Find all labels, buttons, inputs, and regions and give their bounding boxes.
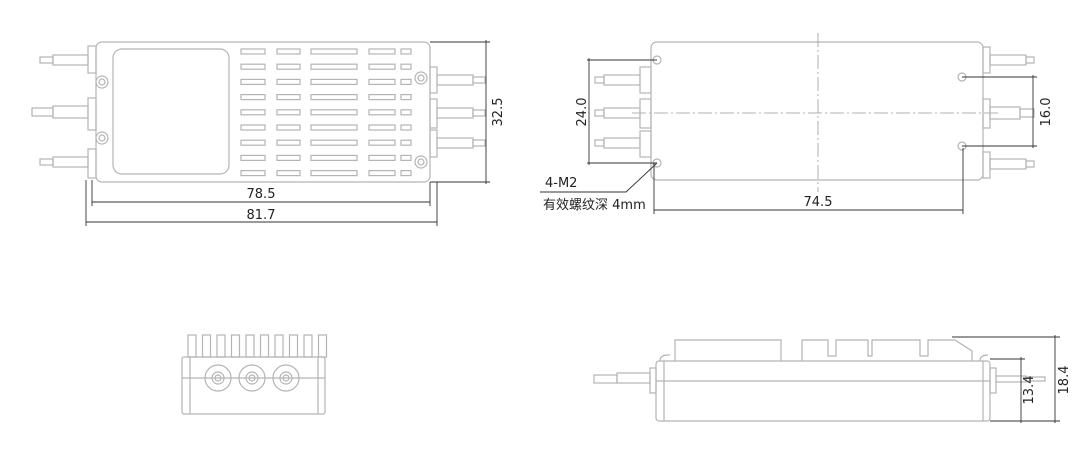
- end-fin: [216, 334, 226, 358]
- fin-slot: [240, 170, 266, 177]
- end-view: [181, 334, 328, 415]
- fin-slot: [400, 139, 412, 146]
- fin-slot: [368, 63, 396, 70]
- fin-slot: [400, 78, 412, 86]
- depth-note: 有效螺纹深 4mm: [543, 198, 646, 213]
- bottom-body-outline: [650, 41, 984, 181]
- fin-slot: [310, 78, 358, 86]
- fin-slot: [310, 109, 358, 116]
- fin-slot: [400, 93, 412, 101]
- top-body-outline: [95, 41, 431, 183]
- fin-slot: [240, 78, 266, 86]
- end-fin: [288, 334, 299, 358]
- end-fin: [259, 334, 270, 358]
- side-body-outline: [655, 360, 991, 422]
- fin-slot: [310, 63, 358, 70]
- dim-78-5: 78.5: [247, 187, 276, 202]
- fin-slot: [240, 154, 266, 161]
- fin-slot: [368, 93, 396, 101]
- fin-slot: [276, 48, 301, 55]
- end-connectors: [204, 364, 300, 392]
- fin-slot: [368, 124, 396, 131]
- fin-slot: [276, 124, 301, 131]
- thread-note: 4-M2: [545, 176, 577, 191]
- fin-slot: [310, 154, 358, 161]
- dimension-lines: [85, 40, 490, 226]
- fin-slot: [368, 48, 396, 55]
- dimension-lines: [540, 58, 1037, 214]
- fin-slot: [276, 109, 301, 116]
- fin-slot: [240, 63, 266, 70]
- dimension-lines: [952, 335, 1060, 423]
- dim-16-0: 16.0: [1039, 98, 1054, 127]
- end-fin: [245, 334, 255, 358]
- end-fin: [274, 334, 284, 358]
- left-connectors: [594, 66, 652, 158]
- top-view: 78.5 81.7 32.5: [31, 40, 506, 226]
- right-connectors: [982, 46, 1035, 179]
- mounting-screws: [95, 71, 428, 169]
- fin-slot: [400, 170, 412, 177]
- left-connectors: [31, 45, 97, 179]
- center-lines: [632, 33, 1000, 192]
- right-connectors: [429, 66, 486, 158]
- side-view: 13.4 18.4: [593, 335, 1072, 423]
- fin-slot: [310, 93, 358, 101]
- end-fin: [201, 334, 212, 358]
- fin-slot: [368, 170, 396, 177]
- fin-slot: [240, 48, 266, 55]
- fin-slot: [368, 78, 396, 86]
- fin-slot: [276, 78, 301, 86]
- fin-slot: [400, 63, 412, 70]
- fin-slot: [310, 139, 358, 146]
- fin-slot: [276, 93, 301, 101]
- fin-slot: [276, 139, 301, 146]
- end-fin: [317, 334, 328, 358]
- end-fin: [230, 334, 241, 358]
- fin-slot: [400, 154, 412, 161]
- fin-slot: [276, 170, 301, 177]
- end-fin: [303, 334, 313, 358]
- dim-81-7: 81.7: [247, 208, 276, 223]
- fin-slot: [240, 124, 266, 131]
- fin-slot: [240, 139, 266, 146]
- fin-slot: [368, 139, 396, 146]
- fin-slot: [276, 63, 301, 70]
- fin-slot: [400, 48, 412, 55]
- bottom-view: 24.0 16.0 74.5 4-M2 有效螺纹深 4mm: [540, 33, 1054, 214]
- fin-slot: [368, 109, 396, 116]
- heatsink-fins: [240, 48, 412, 177]
- end-fins: [187, 334, 328, 358]
- fin-slot: [240, 109, 266, 116]
- fin-slot: [310, 170, 358, 177]
- fin-slot: [310, 48, 358, 55]
- end-fin: [187, 334, 197, 358]
- dim-13-4: 13.4: [1022, 376, 1037, 405]
- top-window: [112, 48, 230, 175]
- dim-74-5: 74.5: [804, 195, 833, 210]
- side-connectors: [593, 367, 1046, 394]
- fin-slot: [240, 93, 266, 101]
- fin-slot: [310, 124, 358, 131]
- fin-slot: [276, 154, 301, 161]
- dim-32-5: 32.5: [491, 98, 506, 127]
- fin-slot: [368, 154, 396, 161]
- dim-18-4: 18.4: [1057, 366, 1072, 395]
- fin-slot: [400, 109, 412, 116]
- dim-24-0: 24.0: [575, 98, 590, 127]
- threaded-holes: [652, 55, 967, 168]
- fin-slot: [400, 124, 412, 131]
